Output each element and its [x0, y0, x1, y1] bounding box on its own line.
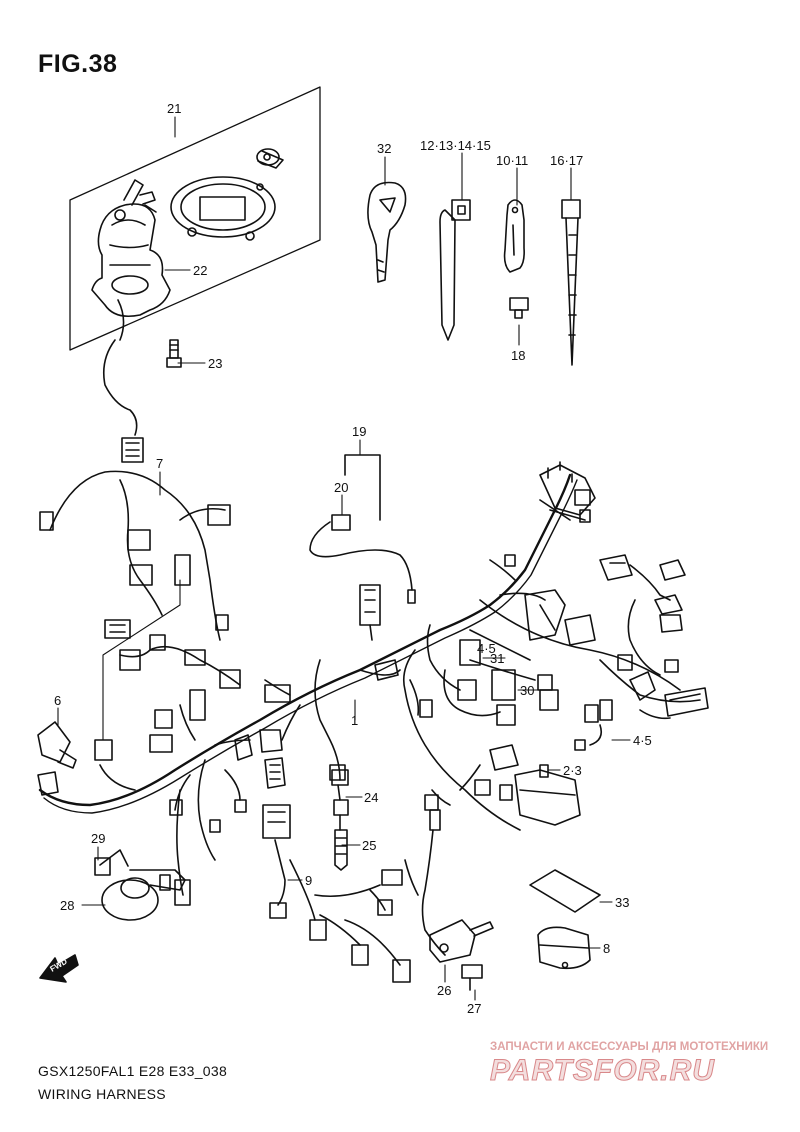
clamp-10-11-part — [503, 199, 525, 273]
key-32-part — [367, 181, 407, 283]
cable-tie-16-17-part — [561, 199, 581, 366]
callout-22: 22 — [193, 263, 207, 278]
callout-7: 7 — [156, 456, 163, 471]
lock-cylinder-part — [256, 148, 284, 169]
callout-9: 9 — [305, 873, 312, 888]
ignition-switch-part — [91, 179, 171, 341]
callout-16-17: 16·17 — [550, 153, 583, 168]
callout-29: 29 — [91, 831, 105, 846]
callout-6: 6 — [54, 693, 61, 708]
callout-8: 8 — [603, 941, 610, 956]
speed-sensor-part — [331, 769, 349, 871]
sub-harness-7-part — [39, 470, 231, 641]
callout-31: 31 — [490, 651, 504, 666]
sensor-26-part — [429, 919, 494, 991]
label-33-part — [529, 869, 601, 913]
callout-24: 24 — [364, 790, 378, 805]
callout-2-3: 2·3 — [563, 763, 582, 778]
cable-tie-12-15-part — [439, 199, 471, 341]
watermark-brand: PARTSFOR.RU — [490, 1054, 715, 1087]
watermark-caption: ЗАПЧАСТИ И АКСЕССУАРЫ ДЛЯ МОТОТЕХНИКИ — [490, 1041, 768, 1053]
section-title: WIRING HARNESS — [38, 1086, 166, 1102]
callout-4-5-upper: 4·5 — [477, 641, 496, 656]
callout-33: 33 — [615, 895, 629, 910]
relay-box-2-3-part — [514, 764, 581, 826]
callout-28: 28 — [60, 898, 74, 913]
leader-lines — [57, 116, 631, 1001]
fuel-cap-part — [170, 176, 276, 241]
callout-23: 23 — [208, 356, 222, 371]
callout-19: 19 — [352, 424, 366, 439]
horn-28-part — [94, 849, 186, 921]
callout-30: 30 — [520, 683, 534, 698]
sensor-6-part — [37, 721, 77, 769]
callout-4-5-lower: 4·5 — [633, 733, 652, 748]
callout-25: 25 — [362, 838, 376, 853]
callout-1: 1 — [351, 713, 358, 728]
bolt-18-part — [509, 297, 529, 319]
connector-stack — [359, 584, 381, 641]
wiring-lead-19-part — [309, 454, 416, 604]
callout-32: 32 — [377, 141, 391, 156]
cover-8-part — [537, 926, 591, 970]
callout-18: 18 — [511, 348, 525, 363]
callout-12-13-14-15: 12·13·14·15 — [420, 138, 491, 153]
main-harness-1-part — [37, 461, 709, 956]
callout-10-11: 10·11 — [496, 153, 528, 168]
figure-title: FIG.38 — [38, 50, 118, 78]
callout-26: 26 — [437, 983, 451, 998]
callout-20: 20 — [334, 480, 348, 495]
ignition-lead-wire — [102, 339, 144, 463]
fwd-arrow-icon — [39, 954, 79, 983]
bolt-23-part — [166, 339, 182, 368]
callout-21: 21 — [167, 101, 181, 116]
callout-27: 27 — [467, 1001, 481, 1016]
sub-harness-9-part — [262, 804, 411, 983]
model-code: GSX1250FAL1 E28 E33_038 — [38, 1063, 228, 1079]
ignition-switch-kit-box — [69, 86, 321, 351]
